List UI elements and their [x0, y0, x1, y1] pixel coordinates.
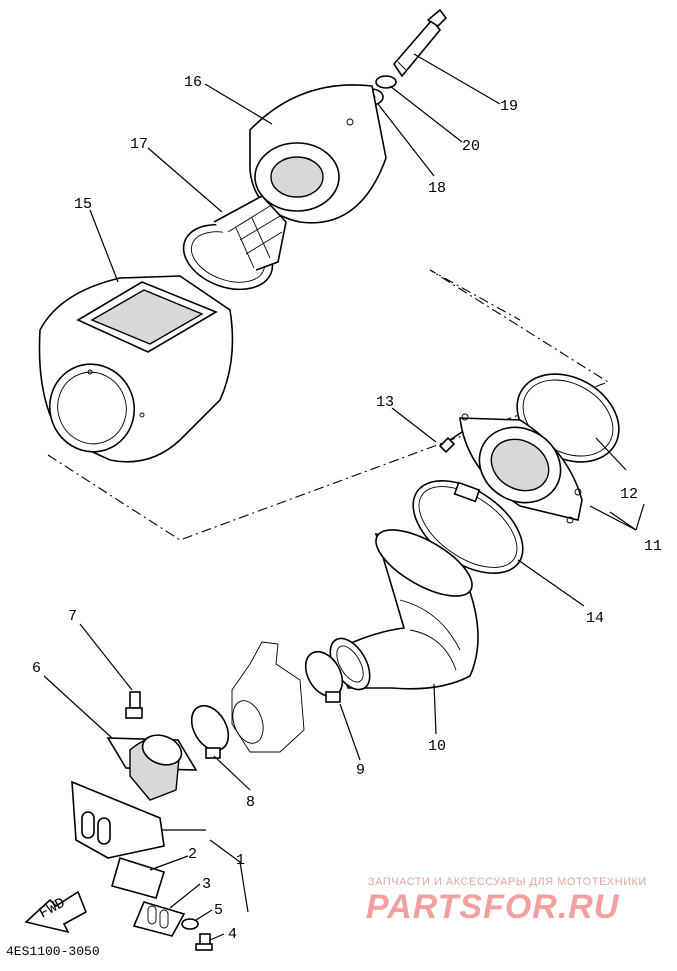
- callout-19: 19: [500, 98, 518, 115]
- callout-4: 4: [228, 926, 237, 943]
- callout-20: 20: [462, 138, 480, 155]
- callout-10: 10: [428, 738, 446, 755]
- callout-2: 2: [188, 846, 197, 863]
- flange-part-11: [459, 413, 583, 524]
- callout-6: 6: [32, 660, 41, 677]
- screw-part-4: [195, 933, 213, 951]
- callout-5: 5: [214, 902, 223, 919]
- watermark-tagline: ЗАПЧАСТИ И АКСЕССУАРЫ ДЛЯ МОТОТЕХНИКИ: [368, 876, 647, 888]
- filter-guide-part-17: [182, 195, 287, 291]
- callout-9: 9: [356, 762, 365, 779]
- carburetor-reference-outline: [231, 641, 305, 753]
- reed-part-2: [111, 856, 165, 899]
- hose-clamp-part-9: [304, 650, 344, 703]
- forward-arrow-icon: FWD: [24, 890, 88, 934]
- callout-12: 12: [620, 486, 638, 503]
- group-frame: [47, 269, 610, 541]
- hose-clamp-part-8: [190, 704, 230, 759]
- joint-duct-part-10: [329, 529, 479, 691]
- callout-1: 1: [236, 852, 245, 869]
- air-box-part-15: [38, 275, 234, 463]
- callout-17: 17: [130, 136, 148, 153]
- callout-13: 13: [376, 394, 394, 411]
- reed-valve-part-6: [106, 734, 198, 801]
- callout-3: 3: [202, 876, 211, 893]
- callout-11: 11: [644, 538, 662, 555]
- screw-part-13: [438, 431, 463, 454]
- stopper-part-3: [132, 901, 186, 937]
- diagram-code: 4ES1100-3050: [6, 944, 100, 959]
- leader-lines: [43, 53, 645, 941]
- callout-16: 16: [184, 74, 202, 91]
- bolt-part-19: [392, 8, 448, 78]
- callout-15: 15: [74, 196, 92, 213]
- callout-7: 7: [68, 608, 77, 625]
- reed-plate-assembly-part-1: [71, 780, 165, 859]
- air-filter-part-16: [249, 84, 387, 224]
- callout-18: 18: [428, 180, 446, 197]
- watermark-logo: PARTSFOR.RU: [366, 888, 620, 926]
- callout-14: 14: [586, 610, 604, 627]
- washer-part-20: [375, 75, 397, 89]
- bolt-part-7: [125, 691, 143, 719]
- callout-8: 8: [246, 794, 255, 811]
- washer-part-5: [181, 918, 199, 930]
